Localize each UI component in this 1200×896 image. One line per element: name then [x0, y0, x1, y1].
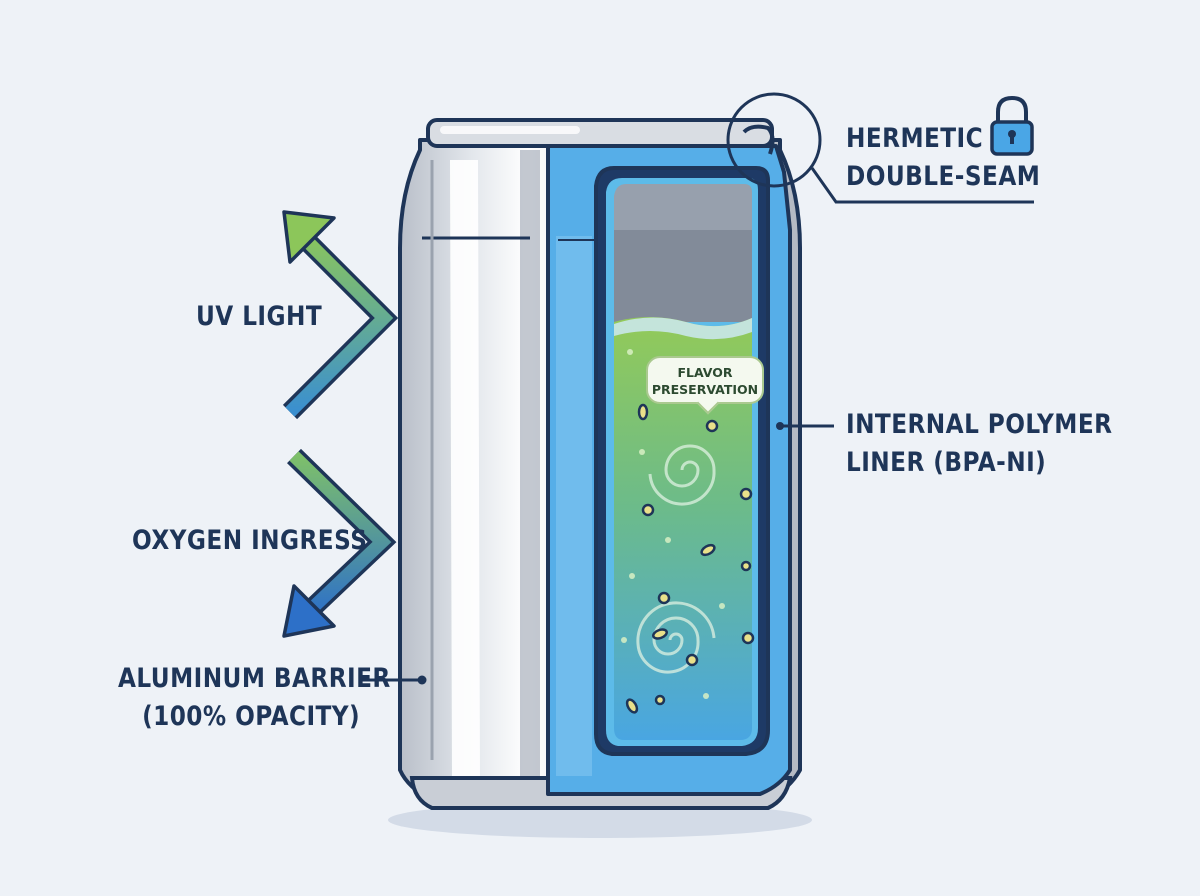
aluminum-barrier-line1: ALUMINUM BARRIER [118, 663, 391, 694]
liner-line2: LINER (BPA-NI) [846, 447, 1047, 478]
liner-line1: INTERNAL POLYMER [846, 409, 1113, 440]
oxygen-ingress-arrow [282, 448, 397, 638]
aluminum-leader-line [360, 675, 427, 685]
hermetic-line2: DOUBLE-SEAM [846, 161, 1041, 192]
flavor-particles [625, 403, 755, 714]
flavor-line2: PRESERVATION [651, 382, 759, 397]
uv-light-label: UV LIGHT [196, 301, 323, 332]
flavor-preservation-bubble: FLAVOR PRESERVATION [646, 356, 764, 404]
oxygen-ingress-label: OXYGEN INGRESS [132, 525, 368, 556]
flavor-swirls [636, 444, 716, 674]
seam-callout-circle [726, 92, 822, 188]
aluminum-barrier-line2: (100% OPACITY) [142, 701, 361, 732]
internal-polymer-liner-label: INTERNAL POLYMER LINER (BPA-NI) [846, 406, 1112, 482]
flavor-line1: FLAVOR [677, 365, 733, 380]
lock-icon [990, 95, 1034, 156]
liquid [614, 317, 752, 740]
uv-light-arrow [282, 210, 399, 420]
liner-leader-line [776, 422, 834, 430]
hermetic-line1: HERMETIC [846, 123, 984, 154]
can-shadow [388, 802, 812, 838]
hermetic-double-seam-label: HERMETIC DOUBLE-SEAM [846, 120, 1040, 196]
aluminum-barrier-label: ALUMINUM BARRIER (100% OPACITY) [118, 660, 391, 736]
